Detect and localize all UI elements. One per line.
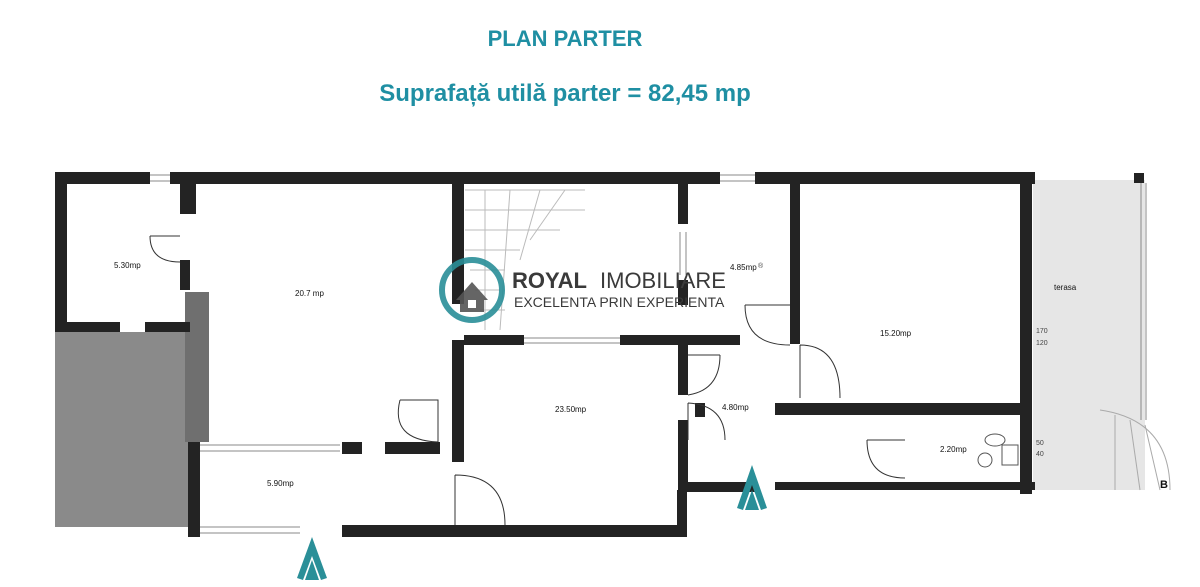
- dim-mark-120: 120: [1036, 340, 1048, 347]
- room-label-4-80: 4.80mp: [722, 403, 749, 412]
- plan-subtitle: Suprafață utilă parter = 82,45 mp: [379, 80, 751, 107]
- bathroom-fixtures: [977, 433, 1019, 468]
- room-label-20-7: 20.7 mp: [295, 289, 324, 298]
- room-label-terasa: terasa: [1054, 283, 1077, 292]
- room-label-5-30: 5.30mp: [114, 261, 141, 270]
- watermark-brand-bold: ROYAL: [512, 268, 587, 293]
- watermark-logo: [439, 257, 505, 323]
- watermark-brand-rest: IMOBILIARE: [600, 268, 726, 293]
- gray-block-large: [55, 332, 188, 527]
- terrace-area: [1033, 180, 1145, 490]
- room-label-23-50: 23.50mp: [555, 405, 587, 414]
- entrance-arrow-right: [737, 465, 767, 510]
- dim-mark-40: 40: [1036, 451, 1044, 458]
- dim-mark-50: 50: [1036, 440, 1044, 447]
- terrace-stair: [1099, 409, 1171, 491]
- corner-mark-b: B: [1160, 479, 1168, 491]
- room-label-4-85: 4.85mp: [730, 263, 757, 272]
- logo-ring-icon: [439, 257, 505, 323]
- room-label-2-20: 2.20mp: [940, 445, 967, 454]
- logo-house-icon: [456, 282, 488, 312]
- windows: [150, 174, 1147, 534]
- room-label-15-20: 15.20mp: [880, 329, 912, 338]
- watermark-tagline: EXCELENTA PRIN EXPERIENTA: [514, 294, 725, 310]
- watermark-registered: ®: [758, 262, 764, 270]
- gray-block-strip: [185, 292, 209, 442]
- entrance-arrow-left: [297, 537, 327, 580]
- plan-title: PLAN PARTER: [487, 26, 643, 51]
- doors: [149, 235, 906, 526]
- dim-mark-170: 170: [1036, 328, 1048, 335]
- room-label-5-90: 5.90mp: [267, 479, 294, 488]
- logo-window-icon: [468, 300, 476, 308]
- walls: [55, 172, 1144, 537]
